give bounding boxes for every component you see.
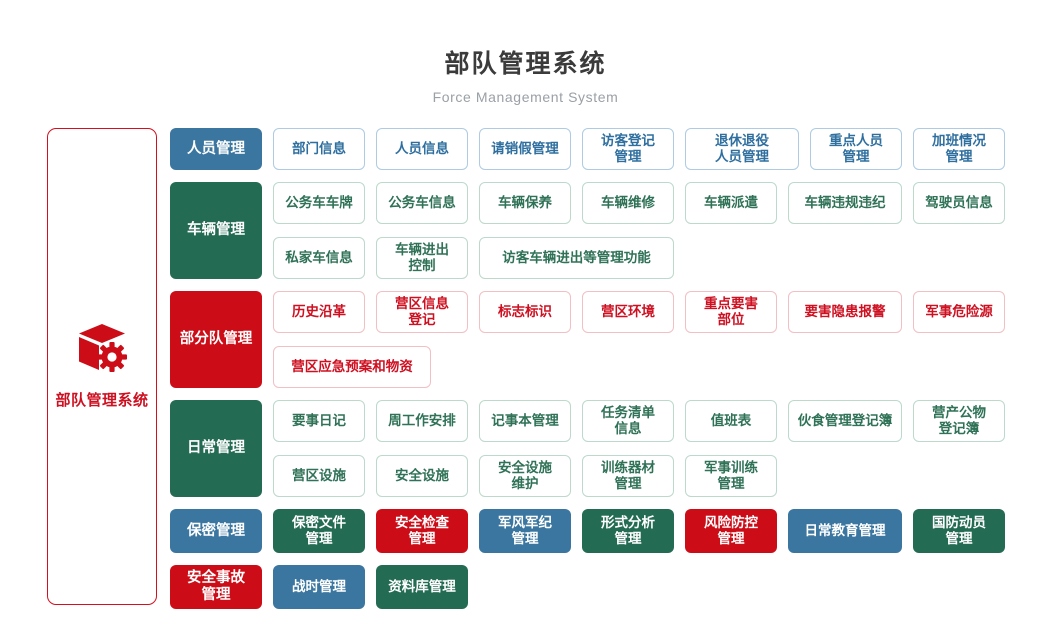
module-items-personnel: 部门信息人员信息请销假管理访客登记 管理退休退役 人员管理重点人员 管理加班情况…	[273, 128, 1010, 170]
module-row-daily: 日常管理要事日记周工作安排记事本管理任务清单 信息值班表伙食管理登记簿营产公物 …	[170, 400, 1010, 497]
category-header-daily: 日常管理	[170, 400, 262, 497]
module-item: 安全检查 管理	[376, 509, 468, 553]
module-item: 营区信息 登记	[376, 291, 468, 333]
system-root-card: 部队管理系统	[47, 128, 157, 605]
module-item: 车辆进出 控制	[376, 237, 468, 279]
module-item: 重点人员 管理	[810, 128, 902, 170]
page-subtitle: Force Management System	[432, 89, 619, 105]
cube-gear-icon	[79, 324, 127, 372]
module-item: 人员信息	[376, 128, 468, 170]
module-item: 要害隐患报警	[788, 291, 902, 333]
module-item: 安全设施	[376, 455, 468, 497]
module-item: 训练器材 管理	[582, 455, 674, 497]
module-row-secrecy: 保密管理保密文件 管理安全检查 管理军风军纪 管理形式分析 管理风险防控 管理日…	[170, 509, 1010, 553]
module-item: 军事训练 管理	[685, 455, 777, 497]
module-items-accident: 战时管理资料库管理	[273, 565, 1010, 609]
module-items-daily: 要事日记周工作安排记事本管理任务清单 信息值班表伙食管理登记簿营产公物 登记簿营…	[273, 400, 1010, 497]
category-header-personnel: 人员管理	[170, 128, 262, 170]
module-item: 军事危险源	[913, 291, 1005, 333]
module-item: 加班情况 管理	[913, 128, 1005, 170]
module-item: 日常教育管理	[788, 509, 902, 553]
module-item: 任务清单 信息	[582, 400, 674, 442]
module-item: 保密文件 管理	[273, 509, 365, 553]
module-item: 访客车辆进出等管理功能	[479, 237, 674, 279]
module-item: 重点要害 部位	[685, 291, 777, 333]
module-item: 风险防控 管理	[685, 509, 777, 553]
category-header-subunit: 部分队管理	[170, 291, 262, 388]
category-header-vehicle: 车辆管理	[170, 182, 262, 279]
module-item: 营区环境	[582, 291, 674, 333]
module-item: 车辆违规违纪	[788, 182, 902, 224]
category-header-accident: 安全事故 管理	[170, 565, 262, 609]
module-row-personnel: 人员管理部门信息人员信息请销假管理访客登记 管理退休退役 人员管理重点人员 管理…	[170, 128, 1010, 170]
page-header: 部队管理系统 Force Management System	[0, 44, 1051, 105]
module-items-subunit: 历史沿革营区信息 登记标志标识营区环境重点要害 部位要害隐患报警军事危险源营区应…	[273, 291, 1010, 388]
module-item: 战时管理	[273, 565, 365, 609]
module-item: 车辆派遣	[685, 182, 777, 224]
module-row-vehicle: 车辆管理公务车车牌公务车信息车辆保养车辆维修车辆派遣车辆违规违纪驾驶员信息私家车…	[170, 182, 1010, 279]
module-item: 形式分析 管理	[582, 509, 674, 553]
module-item: 部门信息	[273, 128, 365, 170]
module-item: 营区应急预案和物资	[273, 346, 431, 388]
module-item: 请销假管理	[479, 128, 571, 170]
module-item: 退休退役 人员管理	[685, 128, 799, 170]
module-item: 周工作安排	[376, 400, 468, 442]
module-item: 记事本管理	[479, 400, 571, 442]
module-item: 驾驶员信息	[913, 182, 1005, 224]
module-item: 车辆维修	[582, 182, 674, 224]
module-item: 要事日记	[273, 400, 365, 442]
module-item: 营区设施	[273, 455, 365, 497]
module-item: 历史沿革	[273, 291, 365, 333]
module-items-vehicle: 公务车车牌公务车信息车辆保养车辆维修车辆派遣车辆违规违纪驾驶员信息私家车信息车辆…	[273, 182, 1010, 279]
module-item: 伙食管理登记簿	[788, 400, 902, 442]
module-item: 安全设施 维护	[479, 455, 571, 497]
module-item: 军风军纪 管理	[479, 509, 571, 553]
category-header-secrecy: 保密管理	[170, 509, 262, 553]
module-rows: 人员管理部门信息人员信息请销假管理访客登记 管理退休退役 人员管理重点人员 管理…	[170, 128, 1010, 621]
module-item: 资料库管理	[376, 565, 468, 609]
page-title: 部队管理系统	[444, 50, 607, 78]
module-item: 公务车信息	[376, 182, 468, 224]
module-item: 营产公物 登记簿	[913, 400, 1005, 442]
module-item: 国防动员 管理	[913, 509, 1005, 553]
module-item: 值班表	[685, 400, 777, 442]
module-item: 标志标识	[479, 291, 571, 333]
module-item: 私家车信息	[273, 237, 365, 279]
module-item: 公务车车牌	[273, 182, 365, 224]
module-items-secrecy: 保密文件 管理安全检查 管理军风军纪 管理形式分析 管理风险防控 管理日常教育管…	[273, 509, 1010, 553]
module-row-accident: 安全事故 管理战时管理资料库管理	[170, 565, 1010, 609]
system-root-label: 部队管理系统	[55, 392, 149, 409]
module-item: 车辆保养	[479, 182, 571, 224]
module-item: 访客登记 管理	[582, 128, 674, 170]
module-row-subunit: 部分队管理历史沿革营区信息 登记标志标识营区环境重点要害 部位要害隐患报警军事危…	[170, 291, 1010, 388]
